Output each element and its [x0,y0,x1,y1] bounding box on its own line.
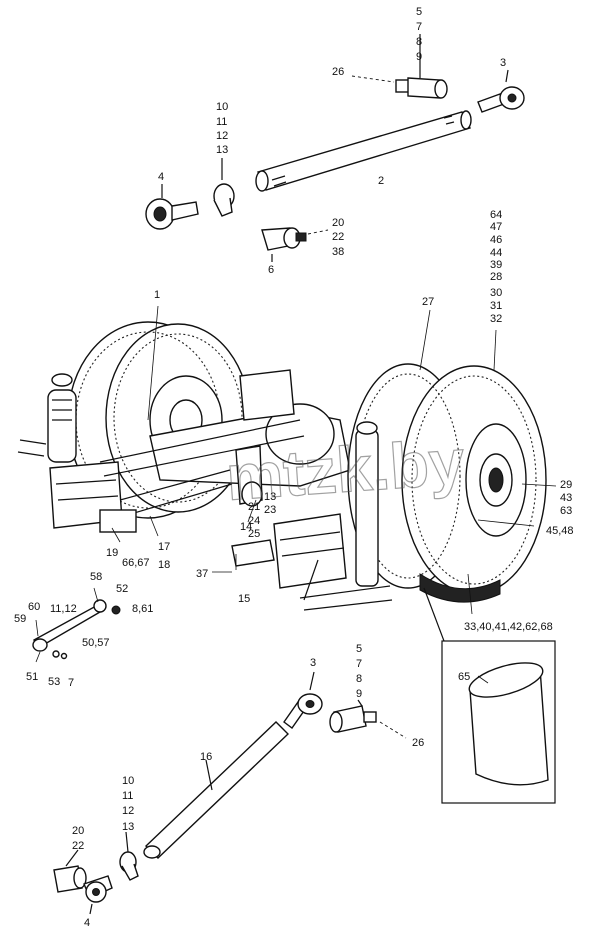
pin-26-upper [351,34,448,99]
callout-13-bottom: 13 [122,821,134,833]
bushing-6 [261,227,329,262]
callout-24: 24 [248,515,260,527]
callout-10-bottom: 10 [122,775,134,787]
callout-11-top: 11 [216,116,227,128]
callout-64: 64 [490,209,502,221]
callout-12-top: 12 [216,130,228,142]
callout-7-top: 7 [416,21,422,33]
callout-14: 14 [240,521,252,533]
callout-7-left: 7 [68,677,74,689]
callout-59: 59 [14,613,26,625]
callout-13-top: 13 [216,144,228,156]
callout-11-12: 11,12 [50,603,77,615]
callout-12-bottom: 12 [122,805,134,817]
callout-13-mid: 13 [264,491,276,503]
callout-39: 39 [490,259,502,271]
callout-44: 44 [490,247,502,259]
tie-rod-upper [255,110,472,192]
tie-rod-lower [143,721,290,859]
callout-52: 52 [116,583,128,595]
bushing-4-upper [145,184,199,230]
callout-3-top: 3 [500,57,506,69]
callout-26-top: 26 [332,66,344,78]
callout-65: 65 [458,671,470,683]
callout-60: 60 [28,601,40,613]
ball-joint-lower [283,671,323,729]
callout-33-68: 33,40,41,42,62,68 [464,621,553,633]
callout-63: 63 [560,505,572,517]
callout-17: 17 [158,541,170,553]
leader-lines [111,305,557,615]
bushing-lower [53,849,87,893]
callout-43: 43 [560,492,572,504]
callout-66-67: 66,67 [122,557,150,569]
callout-26-bottom: 26 [412,737,424,749]
callout-5-top: 5 [416,6,422,18]
callout-6: 6 [268,264,274,276]
callout-50-57: 50,57 [82,637,110,649]
callout-30: 30 [490,287,502,299]
callout-9-top: 9 [416,51,422,63]
callout-8-top: 8 [416,36,422,48]
callout-labels: 5 7 8 9 26 3 2 10 11 12 13 4 20 22 38 6 … [14,6,574,929]
callout-20-top: 20 [332,217,344,229]
callout-21: 21 [248,501,260,513]
callout-18: 18 [158,559,170,571]
callout-3-bottom: 3 [310,657,316,669]
callout-58: 58 [90,571,102,583]
ball-joint-upper-right [477,69,525,113]
small-link-rod [32,587,121,663]
callout-23: 23 [264,504,276,516]
callout-20-bottom: 20 [72,825,84,837]
callout-4-bottom: 4 [84,917,90,929]
clamp-lower [119,831,139,881]
watermark: mtzk.by [224,425,467,513]
callout-5-bottom: 5 [356,643,362,655]
callout-46: 46 [490,234,502,246]
center-axle-housing [99,369,351,533]
ball-joint-4-lower [83,875,113,915]
callout-47: 47 [490,221,502,233]
callout-10-top: 10 [216,101,228,113]
callout-1: 1 [154,289,160,301]
callout-38: 38 [332,246,344,258]
callout-31: 31 [490,300,502,312]
callout-45-48: 45,48 [546,525,574,537]
callout-8-bottom: 8 [356,673,362,685]
callout-16: 16 [200,751,212,763]
callout-28: 28 [490,271,502,283]
pin-26-lower [329,699,407,739]
callout-53: 53 [48,676,60,688]
callout-2: 2 [378,175,384,187]
callout-8-61: 8,61 [132,603,153,615]
callout-51: 51 [26,671,38,683]
callout-32: 32 [490,313,502,325]
callout-22-bottom: 22 [72,840,84,852]
callout-9-bottom: 9 [356,688,362,700]
callout-27: 27 [422,296,434,308]
callout-7-bottom: 7 [356,658,362,670]
rim-inset-box [423,587,556,804]
callout-29: 29 [560,479,572,491]
clamp-upper [213,158,235,217]
callout-11-bottom: 11 [122,790,133,802]
callout-4-top: 4 [158,171,164,183]
callout-37: 37 [196,568,208,580]
callout-15: 15 [238,593,250,605]
callout-22-top: 22 [332,231,344,243]
callout-25: 25 [248,528,260,540]
right-air-spring [231,421,393,611]
callout-19: 19 [106,547,118,559]
